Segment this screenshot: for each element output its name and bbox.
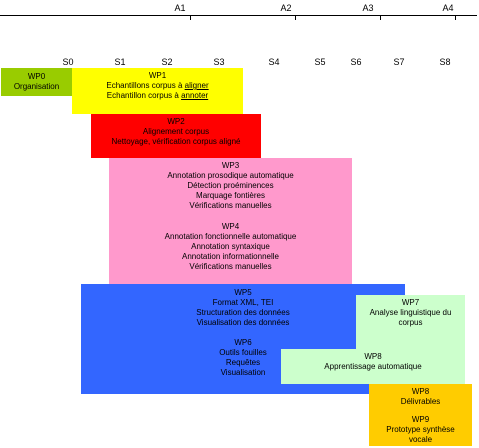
- wp5-wp6-block: WP5 Format XML, TEI Structuration des do…: [81, 284, 405, 394]
- wp2-line: Alignement corpus: [142, 127, 210, 136]
- year-label-a4: A4: [442, 3, 454, 13]
- semester-label-s4: S4: [268, 57, 280, 67]
- year-label-a2: A2: [280, 3, 292, 13]
- wp0-block: WP0 Organisation: [1, 68, 72, 96]
- wp7-block: WP7 Analyse linguistique du corpus: [356, 295, 465, 349]
- year-label-a3: A3: [362, 3, 374, 13]
- wp7-line: corpus: [398, 318, 423, 327]
- year-label-a1: A1: [174, 3, 186, 13]
- wp5-wp6-content: WP5 Format XML, TEI Structuration des do…: [81, 288, 405, 378]
- wp9-line: Prototype synthèse: [386, 425, 455, 434]
- wp1-block: WP1 Echantillons corpus à aligner Echant…: [72, 68, 243, 114]
- spacer: [369, 407, 472, 415]
- wp9-line: vocale: [408, 435, 433, 444]
- semester-label-s1: S1: [114, 57, 126, 67]
- semester-label-s3: S3: [213, 57, 225, 67]
- wp3-line: Marquage fontières: [196, 191, 265, 200]
- semester-label-s7: S7: [393, 57, 405, 67]
- wp3-title: WP3: [221, 161, 240, 170]
- wp8-wp9-block: WP8 Délivrables WP9 Prototype synthèse v…: [369, 384, 472, 446]
- wp6-line: Visualisation: [220, 368, 266, 377]
- wp6-line: Outils fouilles: [219, 348, 267, 357]
- wp5-line: Format XML, TEI: [212, 298, 274, 307]
- spacer: [109, 211, 352, 222]
- axis-tick: [380, 15, 381, 20]
- wp6-line: Requêtes: [225, 358, 261, 367]
- wp7-line: Analyse linguistique du: [369, 308, 452, 317]
- wp8-learning-line: Apprentissage automatique: [324, 362, 422, 371]
- semester-label-s2: S2: [161, 57, 173, 67]
- wp7-title: WP7: [401, 298, 420, 307]
- wp8-learning-block: WP8 Apprentissage automatique: [281, 349, 465, 384]
- wp9-title: WP9: [411, 415, 430, 424]
- semester-label-s5: S5: [314, 57, 326, 67]
- wp0-line: Organisation: [13, 82, 60, 91]
- wp4-line: Annotation informationnelle: [182, 252, 279, 261]
- wp5-line: Structuration des données: [196, 308, 290, 317]
- year-axis: A1 A2 A3 A4: [0, 0, 479, 20]
- semester-label-s0: S0: [62, 57, 74, 67]
- wp4-line: Annotation syntaxique: [191, 242, 270, 251]
- wp2-block: WP2 Alignement corpus Nettoyage, vérific…: [91, 114, 261, 158]
- wp1-line: Echantillons corpus à aligner: [106, 81, 209, 90]
- axis-tick: [190, 15, 191, 20]
- wp3-wp4-block: WP3 Annotation prosodique automatique Dé…: [109, 158, 352, 284]
- semester-label-s8: S8: [439, 57, 451, 67]
- wp1-title: WP1: [148, 71, 167, 80]
- wp2-title: WP2: [167, 117, 185, 126]
- wp2-line: Nettoyage, vérification corpus aligné: [111, 137, 241, 146]
- wp4-line: Vérifications manuelles: [189, 262, 272, 271]
- axis-line: [0, 15, 477, 16]
- wp4-line: Annotation fonctionnelle automatique: [164, 232, 297, 241]
- wp6-title: WP6: [234, 338, 252, 347]
- wp8-deliverables-title: WP8: [411, 387, 430, 396]
- wp5-line: Visualisation des données: [196, 318, 290, 327]
- semester-label-s6: S6: [350, 57, 362, 67]
- wp3-line: Annotation prosodique automatique: [167, 171, 294, 180]
- wp5-title: WP5: [234, 288, 252, 297]
- wp3-line: Vérifications manuelles: [189, 201, 272, 210]
- wp8-deliverables-line: Délivrables: [400, 397, 441, 406]
- wp0-title: WP0: [27, 72, 46, 81]
- axis-tick: [295, 15, 296, 20]
- wp1-line: Echantillon corpus à annoter: [106, 91, 209, 100]
- wp8-learning-title: WP8: [364, 352, 382, 361]
- wp4-title: WP4: [221, 222, 240, 231]
- wp3-line: Détection proéminences: [187, 181, 274, 190]
- axis-tick: [455, 15, 456, 20]
